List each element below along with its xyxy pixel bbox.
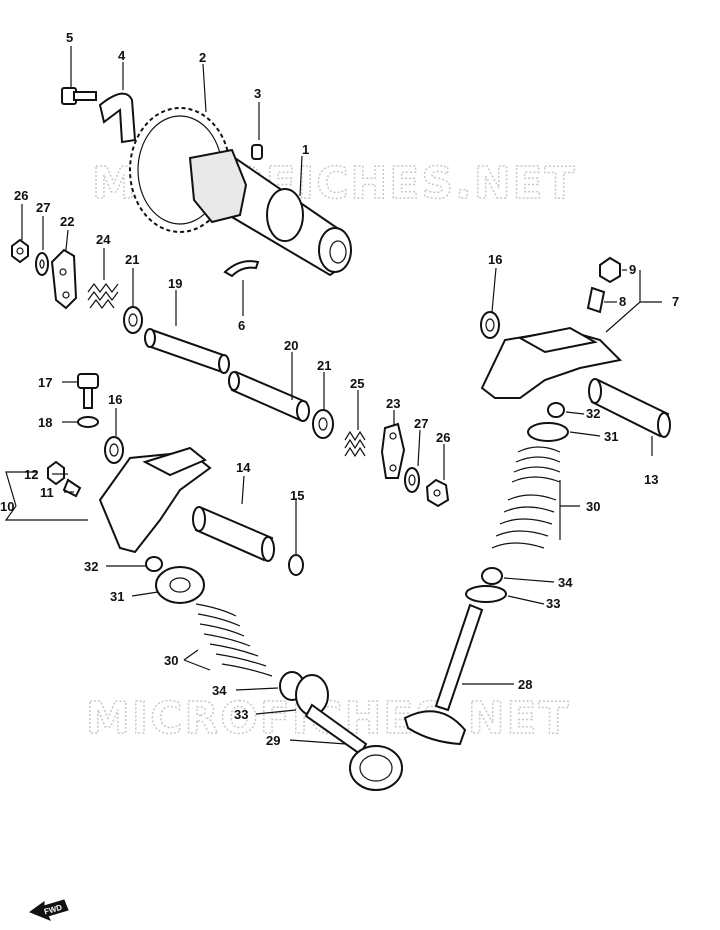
- label-28: 28: [518, 677, 532, 692]
- label-3: 3: [254, 86, 261, 101]
- label-1: 1: [302, 142, 309, 157]
- adjuster-screw-8: [586, 286, 606, 314]
- o-ring-15: [288, 554, 304, 576]
- cotter-34-right: [481, 567, 503, 585]
- label-16-right: 16: [488, 252, 502, 267]
- label-31-left: 31: [110, 589, 124, 604]
- adjuster-nut-12: [47, 460, 65, 486]
- label-17: 17: [38, 375, 52, 390]
- label-25: 25: [350, 376, 364, 391]
- valve-spring-30-right: [491, 446, 561, 549]
- label-27-right: 27: [414, 416, 428, 431]
- label-33-left: 33: [234, 707, 248, 722]
- label-31-right: 31: [604, 429, 618, 444]
- rocker-shaft-plate-right: [380, 422, 406, 479]
- oil-seal-right: [312, 409, 334, 439]
- washer-18: [77, 416, 99, 428]
- oil-seal-left: [123, 306, 143, 334]
- label-4: 4: [118, 48, 126, 63]
- label-13: 13: [644, 472, 658, 487]
- label-10: 10: [0, 499, 14, 514]
- snap-ring: [223, 260, 260, 278]
- washer-right: [404, 467, 420, 493]
- spring-seat-33-right: [465, 585, 507, 603]
- label-26-right: 26: [436, 430, 450, 445]
- adjuster-screw-11: [62, 478, 82, 498]
- label-24: 24: [96, 232, 111, 247]
- label-19: 19: [168, 276, 182, 291]
- label-18: 18: [38, 415, 52, 430]
- rocker-shaft-14: [192, 506, 275, 562]
- label-32-left: 32: [84, 559, 98, 574]
- nut-left: [11, 238, 29, 264]
- adjuster-nut-9: [599, 256, 621, 284]
- rocker-arm-intake: [98, 446, 212, 554]
- label-6: 6: [238, 318, 245, 333]
- label-33-right: 33: [546, 596, 560, 611]
- label-20: 20: [284, 338, 298, 353]
- label-5: 5: [66, 30, 73, 45]
- sprocket-lock-plate: [98, 92, 137, 144]
- rocker-shaft-13: [588, 378, 671, 438]
- dowel-pin: [251, 144, 263, 160]
- label-7: 7: [672, 294, 679, 309]
- rocker-shaft-exhaust: [228, 370, 310, 422]
- label-22: 22: [60, 214, 74, 229]
- label-8: 8: [619, 294, 626, 309]
- rocker-arm-exhaust: [480, 326, 623, 399]
- label-16-left: 16: [108, 392, 122, 407]
- label-9: 9: [629, 262, 636, 277]
- rocker-shaft-intake: [144, 328, 230, 374]
- tappet-32-right: [547, 402, 565, 418]
- label-23: 23: [386, 396, 400, 411]
- callouts: 1 2 3 4 5 6 7 8 9 10 11 12 13 14 15 16 1…: [0, 30, 679, 748]
- label-30-right: 30: [586, 499, 600, 514]
- label-2: 2: [199, 50, 206, 65]
- intake-valve-29: [304, 703, 403, 791]
- label-14: 14: [236, 460, 251, 475]
- label-21-right: 21: [317, 358, 331, 373]
- valve-spring-30-left: [195, 603, 273, 677]
- label-34-right: 34: [558, 575, 573, 590]
- rocker-spring-right: [344, 430, 366, 458]
- label-34-left: 34: [212, 683, 227, 698]
- exhaust-valve-28: [403, 603, 484, 746]
- label-21-left: 21: [125, 252, 139, 267]
- spring-retainer-31-right: [527, 422, 569, 442]
- rocker-spring-left: [87, 283, 119, 309]
- label-27-left: 27: [36, 200, 50, 215]
- tappet-32-left: [145, 556, 163, 572]
- spring-retainer-31-left: [155, 566, 205, 604]
- washer-16-right: [480, 311, 500, 339]
- camshaft: [188, 148, 352, 277]
- nut-right: [425, 478, 450, 508]
- fwd-arrow-icon: FWD: [28, 899, 69, 921]
- sprocket-bolt: [61, 87, 97, 105]
- bolt-17: [77, 373, 99, 409]
- washer-16-left: [104, 436, 124, 464]
- rocker-shaft-plate: [50, 248, 78, 310]
- label-26-left: 26: [14, 188, 28, 203]
- label-11: 11: [40, 485, 54, 500]
- label-15: 15: [290, 488, 304, 503]
- label-32-right: 32: [586, 406, 600, 421]
- leader-lines: [4, 46, 662, 745]
- label-29: 29: [266, 733, 280, 748]
- label-12: 12: [24, 467, 38, 482]
- washer-left: [35, 252, 49, 276]
- label-30-left: 30: [164, 653, 178, 668]
